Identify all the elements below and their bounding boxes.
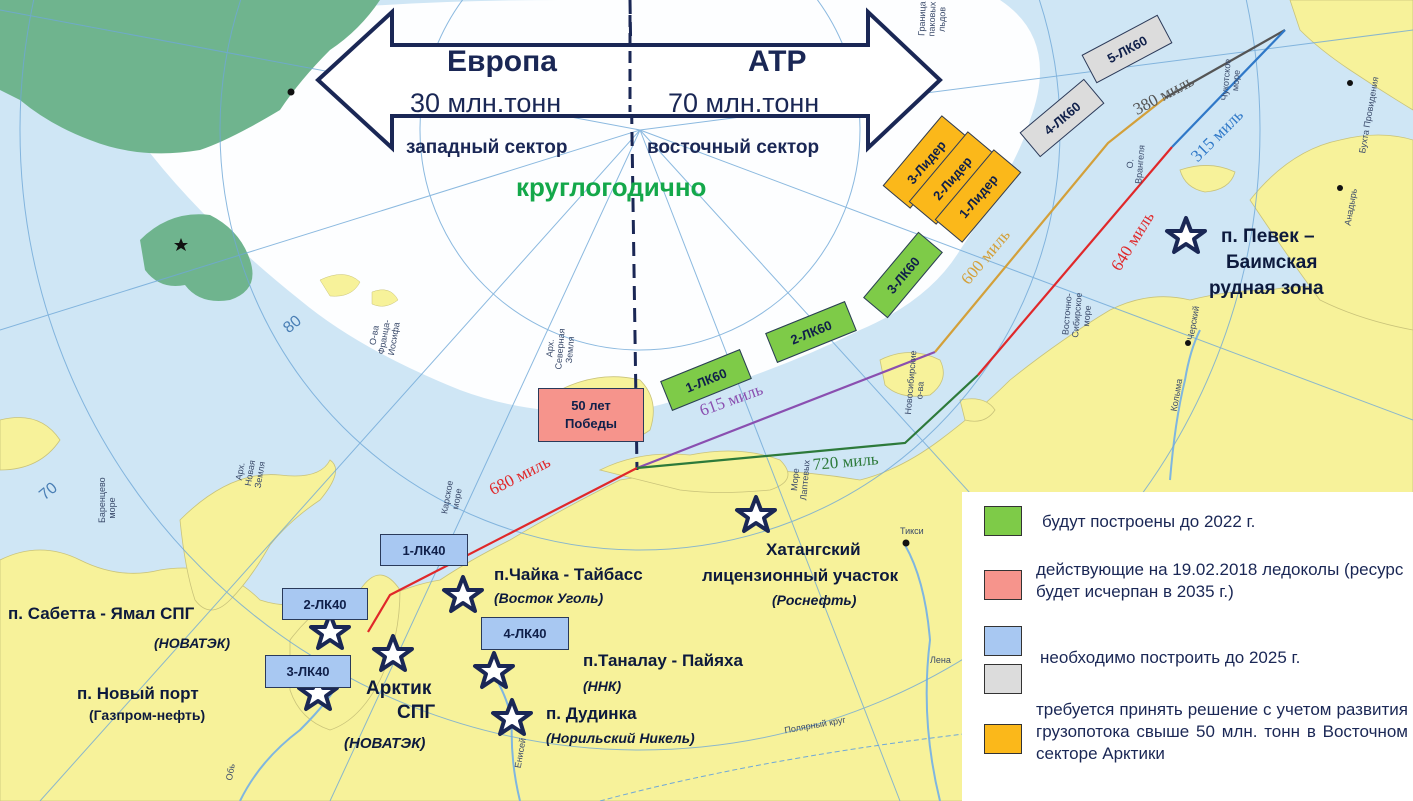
route-720 bbox=[636, 374, 979, 470]
legend-swatch-pink bbox=[984, 570, 1022, 600]
region-europe: Европа bbox=[447, 45, 557, 78]
legend-swatch-orange bbox=[984, 724, 1022, 754]
franz-josef-land bbox=[319, 274, 399, 307]
sector-east: восточный сектор bbox=[647, 137, 820, 158]
route-640 bbox=[977, 146, 1173, 376]
icebreaker-lk40-4: 4-ЛК40 bbox=[481, 617, 569, 650]
city-dot-anadyr bbox=[1337, 185, 1343, 191]
site-arctic-lng-name-1: Арктик bbox=[366, 678, 432, 699]
greenland-land bbox=[0, 0, 380, 154]
site-sabetta-name: п. Сабетта - Ямал СПГ bbox=[8, 604, 195, 623]
icebreaker-pobeda: 50 лет Победы bbox=[538, 388, 644, 442]
schedule-year-round: круглогодично bbox=[516, 172, 707, 202]
route-380 bbox=[1164, 29, 1286, 99]
site-newport-name: п. Новый порт bbox=[77, 684, 199, 703]
geo-ice-boundary: Граница паковых льдов bbox=[916, 1, 948, 37]
legend-panel: будут построены до 2022 г. действующие н… bbox=[962, 492, 1413, 801]
legend-swatch-grey bbox=[984, 664, 1022, 694]
star-chayka-icon bbox=[442, 575, 484, 613]
alaska-land bbox=[1289, 0, 1413, 111]
novaya-zemlya-land bbox=[179, 459, 337, 611]
icebreaker-lk40-3: 3-ЛК40 bbox=[265, 655, 351, 688]
site-sabetta-owner: (НОВАТЭК) bbox=[154, 635, 230, 651]
site-tanalau-name: п.Таналау - Пайяха bbox=[583, 651, 743, 670]
site-arctic-lng-name-2: СПГ bbox=[397, 702, 436, 723]
star-pevek-icon bbox=[1165, 216, 1207, 254]
city-dot-tiksi bbox=[902, 539, 910, 547]
svalbard-land bbox=[140, 214, 253, 301]
svalbard-star-icon bbox=[174, 238, 188, 251]
star-markers bbox=[297, 216, 1207, 736]
site-khatanga-name-2: лицензионный участок bbox=[702, 566, 899, 585]
legend-text-pink: действующие на 19.02.2018 ледоколы (ресу… bbox=[1036, 560, 1404, 601]
sector-west: западный сектор bbox=[406, 137, 568, 158]
star-newport-icon bbox=[297, 673, 339, 711]
kola-land bbox=[0, 417, 61, 471]
legend-text-blue: необходимо построить до 2025 г. bbox=[1040, 648, 1301, 667]
geo-east-siberian: Восточно-Сибирское море bbox=[1060, 292, 1093, 338]
route-600 bbox=[934, 97, 1166, 353]
legend-swatch-green bbox=[984, 506, 1022, 536]
site-tanalau-owner: (ННК) bbox=[583, 678, 622, 694]
route-615 bbox=[636, 350, 936, 470]
geo-lena: Лена bbox=[930, 655, 951, 665]
city-dot-provideniya bbox=[1347, 80, 1353, 86]
icebreaker-lk40-1: 1-ЛК40 bbox=[380, 534, 468, 566]
site-pevek-1: п. Певек – bbox=[1221, 226, 1315, 247]
geo-tiksi: Тикси bbox=[900, 526, 924, 536]
site-dudinka-owner: (Норильский Никель) bbox=[546, 730, 695, 746]
star-sabetta-icon bbox=[309, 612, 351, 650]
geo-laptev: Море Лаптевых bbox=[789, 459, 812, 501]
site-pevek-3: рудная зона bbox=[1209, 278, 1324, 299]
river-kolyma bbox=[1169, 329, 1201, 481]
site-dudinka-name: п. Дудинка bbox=[546, 704, 637, 723]
geo-barents: Баренцево море bbox=[97, 477, 117, 523]
site-newport-owner: (Газпром-нефть) bbox=[89, 707, 206, 723]
region-apac: АТР bbox=[748, 45, 807, 78]
route-315 bbox=[1171, 29, 1286, 148]
star-dudinka-icon bbox=[491, 698, 533, 736]
site-pevek-2: Баимская bbox=[1226, 252, 1318, 273]
volume-apac: 70 млн.тонн bbox=[668, 88, 820, 118]
city-dot-greenland bbox=[287, 88, 295, 96]
site-arctic-lng-owner: (НОВАТЭК) bbox=[344, 735, 426, 752]
legend-text-orange: требуется принять решение с учетом разви… bbox=[1036, 700, 1408, 763]
site-khatanga-name-1: Хатангский bbox=[766, 540, 861, 559]
site-chayka-owner: (Восток Уголь) bbox=[494, 590, 604, 606]
wrangel-island bbox=[1179, 165, 1236, 193]
site-chayka-name: п.Чайка - Тайбасс bbox=[494, 565, 643, 584]
taimyr-peninsula bbox=[598, 450, 789, 493]
star-khatanga-icon bbox=[735, 495, 777, 533]
site-khatanga-owner: (Роснефть) bbox=[772, 592, 857, 608]
legend-swatch-blue bbox=[984, 626, 1022, 656]
new-siberian-islands bbox=[879, 352, 996, 422]
city-dot-chersky bbox=[1185, 340, 1191, 346]
star-tanalau-icon bbox=[473, 651, 515, 689]
icebreaker-lk40-2: 2-ЛК40 bbox=[282, 588, 368, 620]
volume-europe: 30 млн.тонн bbox=[410, 88, 562, 118]
legend-text-green: будут построены до 2022 г. bbox=[1042, 512, 1256, 531]
star-arctic-lng-icon bbox=[372, 634, 414, 672]
river-lena bbox=[904, 544, 941, 801]
geo-severnaya-zemlya: Арх. Северная Земля bbox=[544, 328, 577, 370]
route-680 bbox=[367, 467, 638, 633]
